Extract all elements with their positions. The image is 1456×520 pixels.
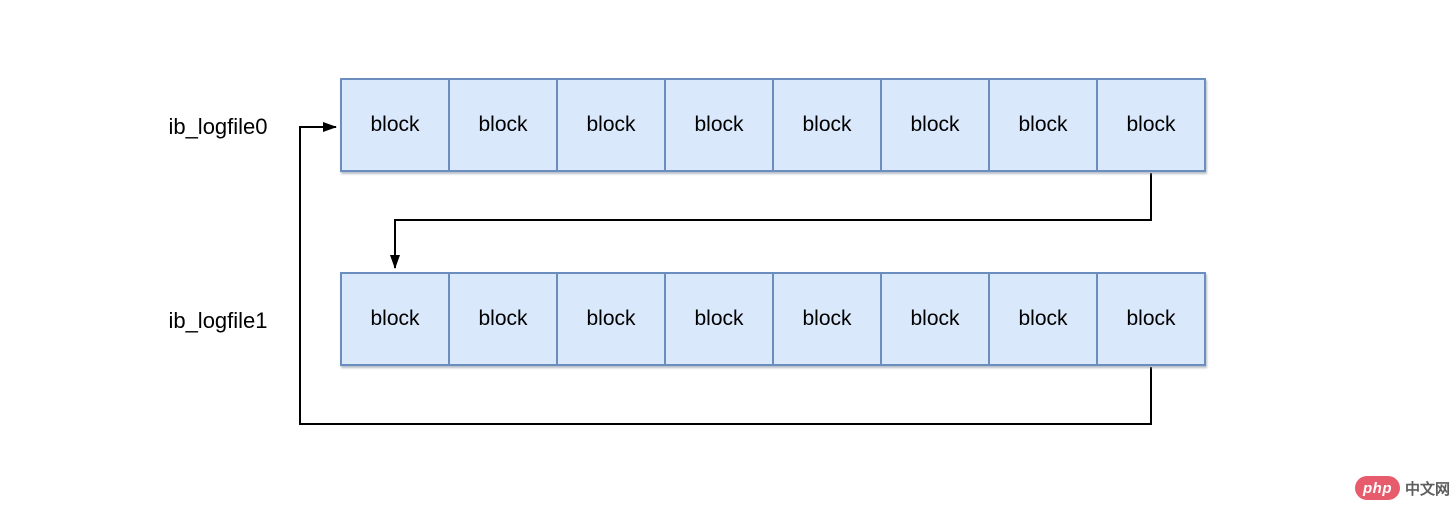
- block-cell: block: [772, 80, 880, 170]
- block-cell: block: [880, 80, 988, 170]
- block-cell: block: [1096, 80, 1204, 170]
- block-cell: block: [988, 274, 1096, 364]
- connector-file0-to-file1: [390, 173, 1152, 269]
- block-cell: block: [772, 274, 880, 364]
- block-cell: block: [1096, 274, 1204, 364]
- php-logo-badge: php: [1355, 476, 1400, 500]
- watermark: php 中文网: [1355, 476, 1450, 500]
- logfile1-block-row: block block block block block block bloc…: [340, 272, 1206, 366]
- logfile0-block-row: block block block block block block bloc…: [340, 78, 1206, 172]
- block-cell: block: [342, 274, 448, 364]
- label-ib-logfile1: ib_logfile1: [168, 308, 268, 333]
- block-cell: block: [448, 274, 556, 364]
- block-cell: block: [556, 274, 664, 364]
- label-ib-logfile0: ib_logfile0: [168, 114, 268, 139]
- block-cell: block: [556, 80, 664, 170]
- watermark-site-name: 中文网: [1405, 480, 1451, 498]
- block-cell: block: [880, 274, 988, 364]
- block-cell: block: [988, 80, 1096, 170]
- block-cell: block: [664, 274, 772, 364]
- block-cell: block: [448, 80, 556, 170]
- block-cell: block: [664, 80, 772, 170]
- block-cell: block: [342, 80, 448, 170]
